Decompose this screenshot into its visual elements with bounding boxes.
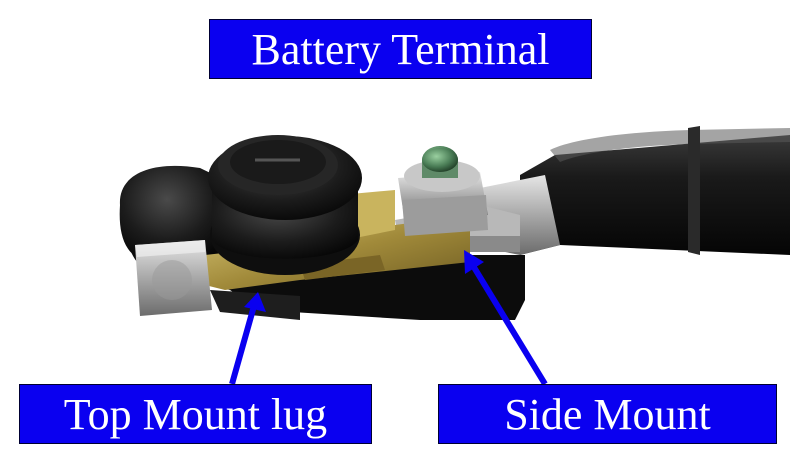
side-mount-label: Side Mount bbox=[438, 384, 777, 444]
top-mount-lug-label: Top Mount lug bbox=[19, 384, 372, 444]
top-cap bbox=[208, 135, 362, 275]
left-bolt-head bbox=[135, 240, 212, 316]
title-label: Battery Terminal bbox=[209, 19, 592, 79]
arrow-top-mount bbox=[229, 292, 266, 385]
arrow-side-mount bbox=[464, 250, 548, 386]
side-mount-nut bbox=[398, 146, 488, 236]
cable bbox=[520, 126, 790, 255]
